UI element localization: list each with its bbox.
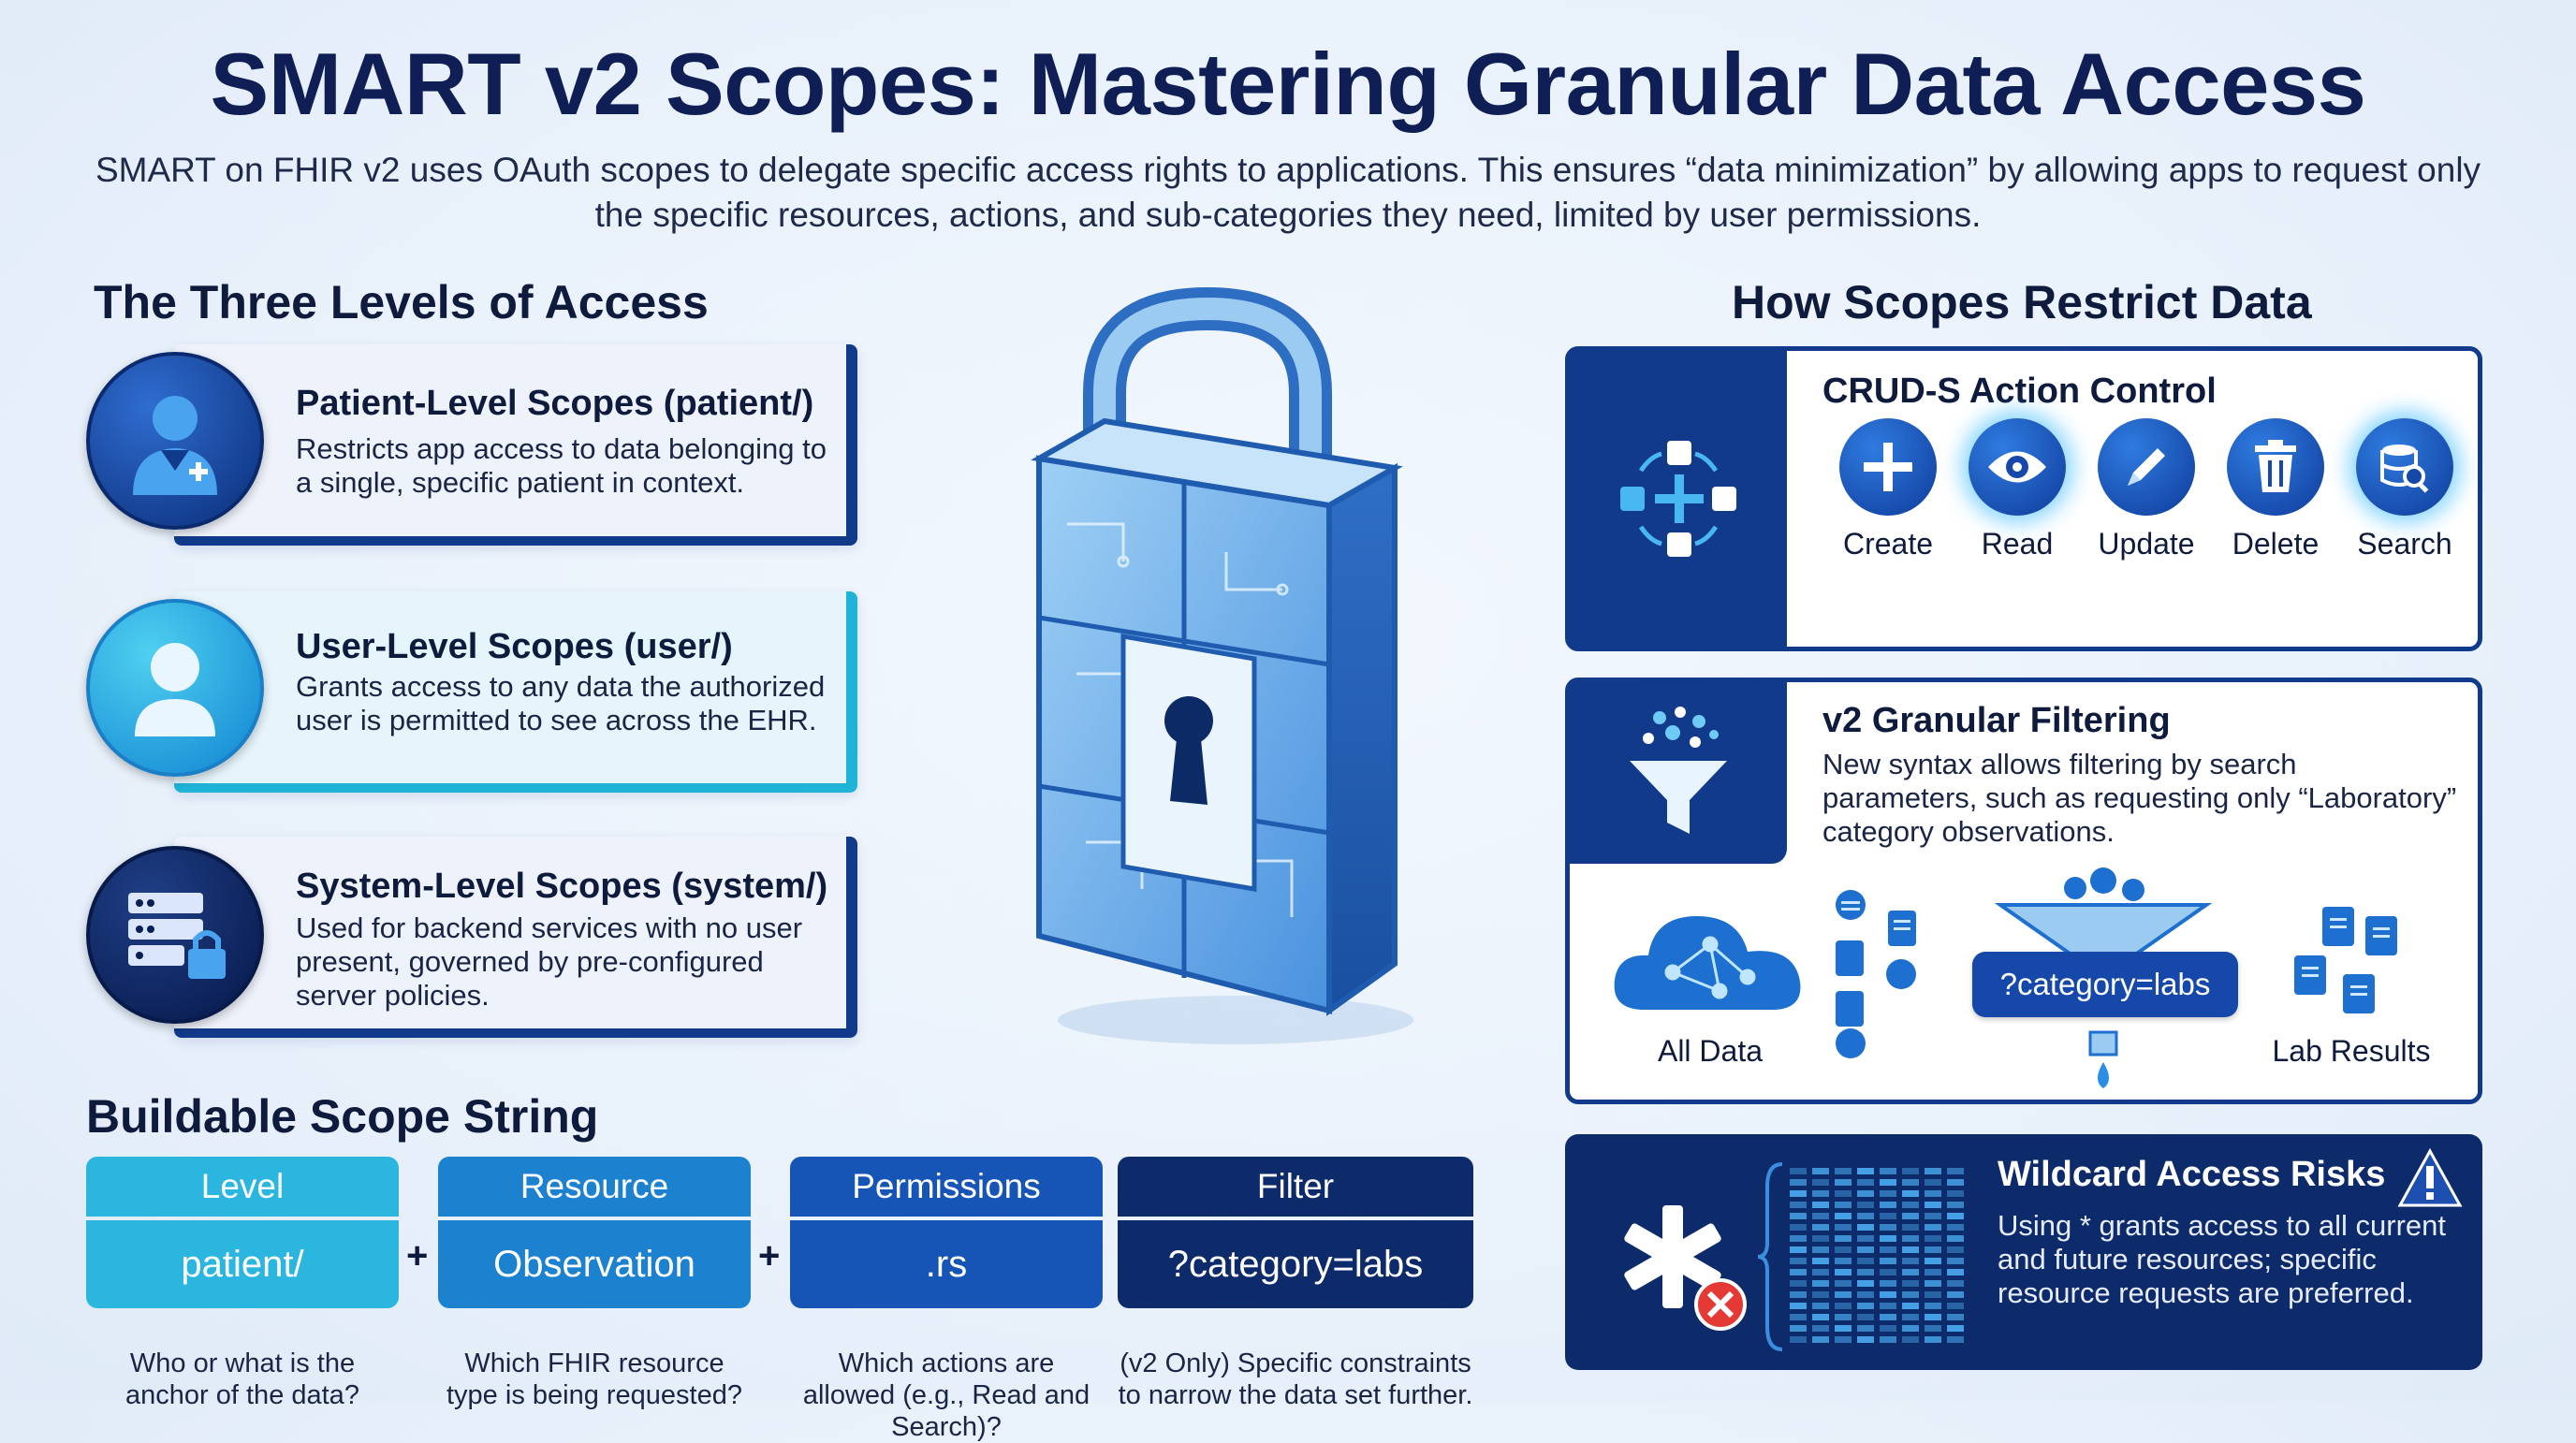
wildcard-title: Wildcard Access Risks	[1998, 1155, 2386, 1194]
data-grid-icon	[1757, 1162, 1964, 1351]
all-data-label: All Data	[1657, 1034, 1764, 1068]
scope-part-value: Observation	[438, 1220, 751, 1308]
level-desc: Grants access to any data the authorized…	[296, 670, 826, 736]
crud-action-read: Read	[1952, 418, 2083, 561]
scope-part-question: Which FHIR resource type is being reques…	[446, 1348, 742, 1410]
crud-label: Delete	[2232, 527, 2320, 561]
lab-results-label: Lab Results	[2272, 1034, 2431, 1068]
filter-title: v2 Granular Filtering	[1822, 701, 2171, 740]
level-card-system: System-Level Scopes (system/) Used for b…	[174, 837, 857, 1038]
scope-part-head: Permissions	[790, 1157, 1103, 1217]
user-icon	[86, 599, 264, 777]
page-subtitle: SMART on FHIR v2 uses OAuth scopes to de…	[95, 151, 2481, 234]
trash-icon	[2227, 418, 2324, 516]
wildcard-desc: Using * grants access to all current and…	[1998, 1209, 2446, 1309]
scope-string-heading: Buildable Scope String	[86, 1090, 599, 1143]
crud-label: Search	[2357, 527, 2452, 561]
crud-panel: CRUD-S Action Control Create Read Update…	[1565, 346, 2482, 651]
scope-part-question: Who or what is the anchor of the data?	[125, 1348, 359, 1410]
scope-part-filter: Filter ?category=labs (v2 Only) Specific…	[1118, 1157, 1473, 1411]
scope-part-head: Level	[86, 1157, 399, 1217]
network-plus-icon	[1620, 441, 1736, 557]
level-title: User-Level Scopes (user/)	[296, 627, 733, 666]
crud-action-create: Create	[1822, 418, 1954, 561]
crud-action-update: Update	[2081, 418, 2212, 561]
scope-part-head: Filter	[1118, 1157, 1473, 1217]
crud-label: Update	[2098, 527, 2195, 561]
filter-desc: New syntax allows filtering by search pa…	[1822, 748, 2457, 848]
category-filter-pill: ?category=labs	[1972, 952, 2238, 1017]
level-desc: Used for backend services with no user p…	[296, 911, 803, 1012]
page-title: SMART v2 Scopes: Mastering Granular Data…	[210, 35, 2366, 133]
levels-heading: The Three Levels of Access	[94, 276, 709, 328]
level-card-user: User-Level Scopes (user/) Grants access …	[174, 591, 857, 793]
level-desc: Restricts app access to data belonging t…	[296, 432, 827, 499]
crud-label: Read	[1981, 527, 2054, 561]
crud-title: CRUD-S Action Control	[1822, 372, 2217, 411]
lock-illustration	[1031, 286, 1413, 1044]
wildcard-panel: Wildcard Access Risks Using * grants acc…	[1565, 1134, 2482, 1370]
pencil-icon	[2098, 418, 2195, 516]
scope-part-value: .rs	[790, 1220, 1103, 1308]
scope-part-level: Level patient/ Who or what is the anchor…	[86, 1157, 399, 1411]
scope-part-value: patient/	[86, 1220, 399, 1308]
patient-icon	[86, 352, 264, 530]
plus-sign: +	[406, 1235, 429, 1276]
plus-icon	[1839, 418, 1937, 516]
funnel-icon	[1630, 707, 1727, 834]
database-search-icon	[2356, 418, 2453, 516]
scope-part-question: (v2 Only) Specific constraints to narrow…	[1118, 1348, 1473, 1410]
level-title: System-Level Scopes (system/)	[296, 867, 828, 906]
crud-action-search: Search	[2339, 418, 2470, 561]
scope-part-resource: Resource Observation Which FHIR resource…	[438, 1157, 751, 1411]
plus-sign: +	[758, 1235, 781, 1276]
asterisk-error-icon	[1624, 1205, 1747, 1331]
warning-icon	[2397, 1147, 2463, 1207]
crud-side	[1570, 351, 1787, 647]
filter-panel: v2 Granular Filtering New syntax allows …	[1565, 678, 2482, 1104]
scope-part-head: Resource	[438, 1157, 751, 1217]
crud-action-delete: Delete	[2210, 418, 2341, 561]
mixed-documents-icon	[1836, 890, 1916, 1058]
crud-label: Create	[1842, 527, 1934, 561]
scope-part-question: Which actions are allowed (e.g., Read an…	[802, 1348, 1090, 1442]
scope-part-permissions: Permissions .rs Which actions are allowe…	[790, 1157, 1103, 1443]
scope-part-value: ?category=labs	[1118, 1220, 1473, 1308]
cloud-icon	[1614, 916, 1801, 1010]
lab-documents-icon	[2294, 907, 2397, 1013]
eye-icon	[1969, 418, 2066, 516]
level-title: Patient-Level Scopes (patient/)	[296, 384, 814, 423]
server-lock-icon	[86, 846, 264, 1024]
filter-side	[1570, 682, 1787, 864]
level-card-patient: Patient-Level Scopes (patient/) Restrict…	[174, 344, 857, 546]
restrict-heading: How Scopes Restrict Data	[1732, 276, 2312, 328]
